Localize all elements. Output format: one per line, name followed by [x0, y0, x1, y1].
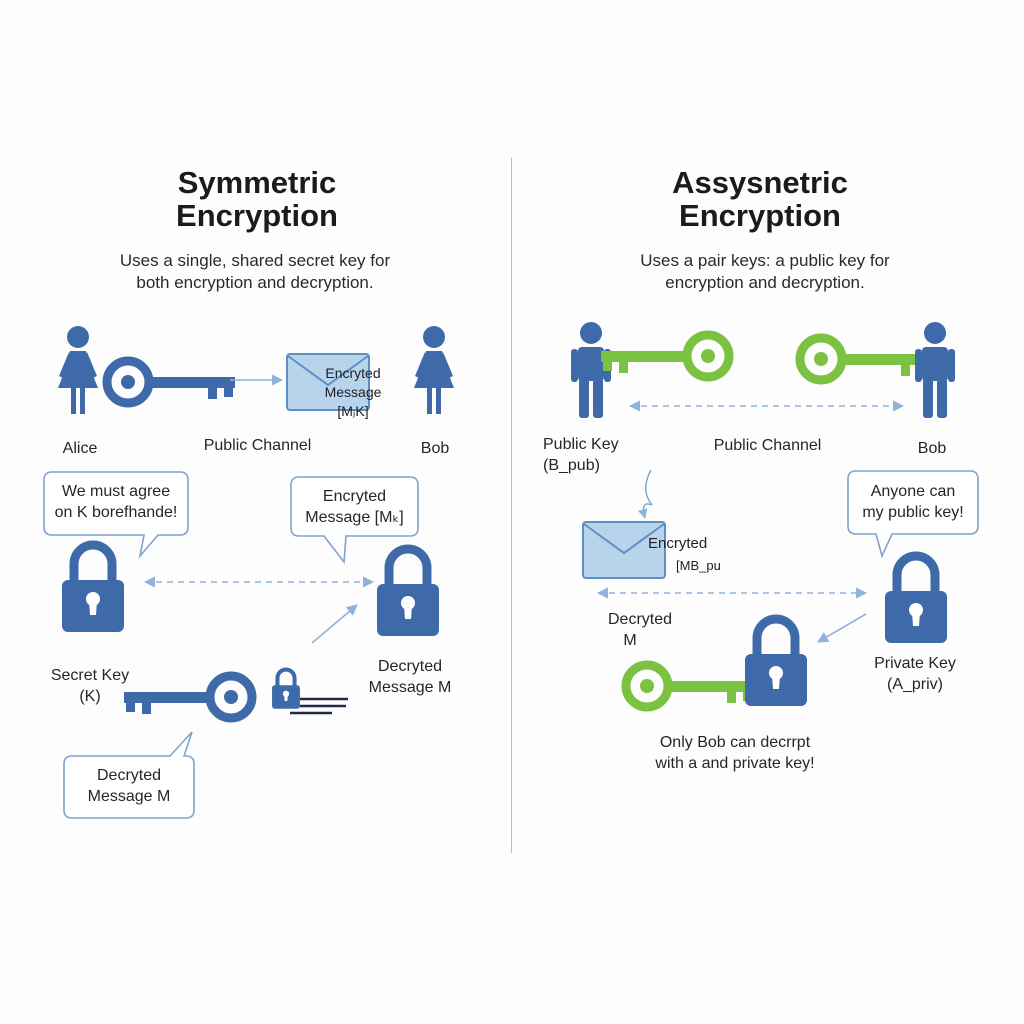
curved-arrow — [637, 469, 653, 519]
label-line: (B_pub) — [543, 457, 600, 474]
private-key-label: Private Key (A_priv) — [860, 653, 970, 695]
title-line: Encryption — [176, 198, 338, 233]
bob-label: Bob — [420, 440, 450, 457]
decrypted-message-label: Decryted Message M — [360, 656, 460, 698]
envelope-caption-line: Message [MⱼK] — [324, 384, 382, 419]
envelope-caption: Encryted Message [MⱼK] — [308, 364, 398, 421]
asymmetric-subtitle: Uses a pair keys: a public key for encry… — [590, 250, 940, 294]
label-line: M — [623, 632, 637, 649]
bubble-line: Decryted — [96, 767, 162, 784]
channel-label: Public Channel — [203, 437, 312, 454]
channel-label: Public Channel — [713, 437, 822, 454]
envelope-caption: Encryted [MB_pu — [640, 533, 730, 577]
bob-person-icon — [414, 326, 454, 414]
bubble-agree — [43, 471, 189, 559]
bob-label: Bob — [917, 440, 947, 457]
bubble-line: Encryted — [322, 488, 387, 505]
public-key-icon — [601, 335, 729, 377]
label-line: Public Key — [543, 436, 619, 453]
envelope-caption-line: [MB_pu — [676, 558, 721, 573]
private-key-icon — [626, 665, 754, 707]
public-key-label: Public Key (B_pub) — [543, 434, 641, 476]
subtitle-line: Uses a pair keys: a public key for — [640, 251, 890, 270]
label-line: Private Key — [874, 655, 956, 672]
shared-key-icon — [107, 361, 235, 403]
bubble-line: Message M — [87, 788, 171, 805]
bubble-anyone — [847, 470, 979, 559]
footer-line: Only Bob can decrrpt — [659, 734, 811, 751]
alice-label: Alice — [62, 440, 98, 457]
left-padlock-icon — [62, 545, 124, 632]
title-line: Symmetric — [177, 165, 337, 200]
bubble-line: Anyone can — [870, 483, 956, 500]
bubble-line: Message [Mₖ] — [305, 509, 404, 526]
bubble-line: We must agree — [61, 483, 171, 500]
label-line: Decryted — [377, 658, 443, 675]
footer-note: Only Bob can decrrpt with a and private … — [630, 732, 840, 774]
bubble-anyone-text: Anyone can my public key! — [848, 481, 978, 523]
bubble-agree-text: We must agree on K borefhande! — [44, 481, 188, 523]
bubble-decrypted — [63, 731, 195, 819]
bob-padlock-icon — [885, 556, 947, 643]
secret-key-label: Secret Key (K) — [35, 665, 145, 707]
envelope-caption-line: Encryted — [648, 535, 708, 552]
small-padlock-icon — [272, 670, 300, 709]
footer-line: with a and private key! — [655, 755, 815, 772]
title-line: Encryption — [679, 198, 841, 233]
label-line: Message M — [368, 679, 452, 696]
label-line: Decryted — [607, 611, 673, 628]
decrypt-arrow — [311, 604, 358, 644]
bubble-line: my public key! — [862, 504, 964, 521]
private-padlock-icon — [745, 619, 807, 706]
asymmetric-title: Assysnetric Encryption — [610, 166, 910, 232]
bubble-encrypted — [290, 476, 419, 565]
divider-line — [511, 158, 512, 853]
private-arrow — [817, 613, 867, 643]
subtitle-line: both encryption and decryption. — [136, 273, 374, 292]
bubble-decrypted-text: Decryted Message M — [64, 765, 194, 807]
symmetric-title: Symmetric Encryption — [107, 166, 407, 232]
right-padlock-icon — [377, 549, 439, 636]
title-line: Assysnetric — [672, 165, 848, 200]
symmetric-subtitle: Uses a single, shared secret key for bot… — [80, 250, 430, 294]
alice-person-icon — [58, 326, 98, 414]
public-key-icon-bob — [800, 338, 928, 380]
label-line: Secret Key — [50, 667, 130, 684]
bubble-line: on K borefhande! — [54, 504, 178, 521]
label-line: (K) — [79, 688, 101, 705]
subtitle-line: encryption and decryption. — [665, 273, 865, 292]
label-line: (A_priv) — [886, 676, 943, 693]
bob-person-icon — [915, 322, 955, 418]
document-lines-icon — [290, 697, 348, 715]
decrypted-label: Decryted M — [595, 609, 685, 651]
envelope-caption-line: Encryted — [325, 365, 381, 381]
subtitle-line: Uses a single, shared secret key for — [119, 251, 391, 270]
bubble-encrypted-text: Encryted Message [Mₖ] — [291, 486, 418, 528]
